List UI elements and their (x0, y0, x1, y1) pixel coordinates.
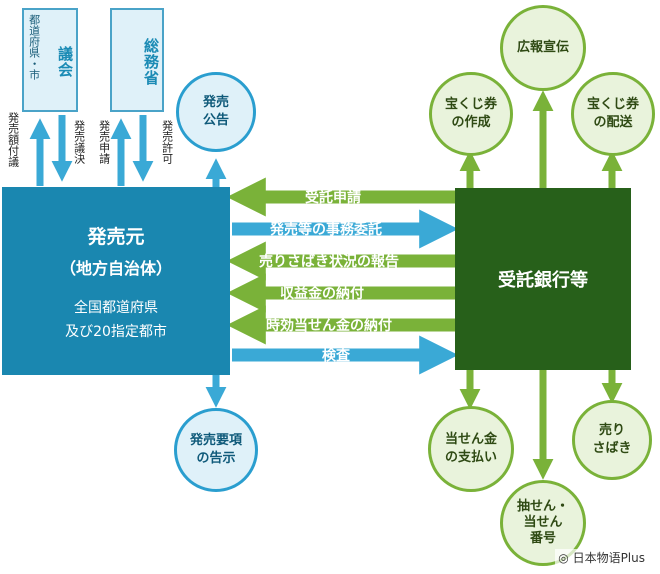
drawing-text: 抽せん・ 当せん 番号 (516, 498, 569, 547)
sales-resolution-text: 発売議決 (72, 120, 86, 164)
advertising-circle: 広報宣伝 (500, 5, 586, 91)
center-label-inspection: 検査 (322, 348, 350, 364)
advertising-text: 広報宣伝 (516, 40, 569, 56)
council-label: 議会 (56, 46, 74, 78)
announcement-text: 発売 公告 (202, 95, 229, 128)
ticket-delivery-circle: 宝くじ券 の配送 (571, 72, 655, 156)
amount-resolution-text: 発売額付議 (6, 112, 20, 167)
announcement-circle: 発売 公告 (176, 72, 256, 152)
center-label-sales-report: 売りさばき状況の報告 (259, 254, 399, 270)
ticket-making-circle: 宝くじ券 の作成 (429, 72, 513, 156)
issuer-box: 発売元 （地方自治体） 全国都道府県 及び20指定都市 (2, 187, 230, 375)
sales-circle: 売り さばき (572, 400, 652, 480)
prize-payment-circle: 当せん金 の支払い (428, 406, 514, 492)
watermark-text: 日本物语Plus (572, 551, 645, 565)
notice-circle: 発売要項 の告示 (174, 408, 258, 492)
sales-permission-text: 発売許可 (160, 120, 174, 164)
issuer-title: 発売元 (87, 225, 145, 248)
center-label-revenue-payment: 収益金の納付 (280, 286, 364, 302)
bank-title: 受託銀行等 (498, 270, 588, 291)
center-label-trust-application: 受託申請 (305, 190, 361, 206)
sales-text: 売り さばき (592, 423, 632, 456)
ticket-making-text: 宝くじ券 の作成 (444, 97, 497, 130)
prize-payment-text: 当せん金 の支払い (444, 432, 497, 465)
bank-box: 受託銀行等 (455, 188, 631, 370)
center-label-business-delegation: 発売等の事務委託 (270, 222, 382, 238)
issuer-subtitle: （地方自治体） (59, 258, 172, 278)
notice-text: 発売要項 の告示 (189, 433, 242, 466)
ministry-box: 総務省 (110, 8, 164, 112)
wechat-icon: ◎ (558, 551, 573, 565)
ticket-delivery-text: 宝くじ券 の配送 (586, 97, 639, 130)
ministry-label: 総務省 (142, 38, 160, 86)
council-box: 議会 (22, 8, 78, 112)
issuer-desc-line2: 及び20指定都市 (65, 323, 167, 340)
issuer-desc-line1: 全国都道府県 (74, 299, 158, 316)
sales-application-text: 発売申請 (97, 120, 111, 164)
center-label-expired-prize-payment: 時効当せん金の納付 (266, 318, 392, 334)
watermark: ◎ 日本物语Plus (555, 549, 648, 566)
council-side-text: 都道府県・市 (27, 14, 41, 80)
